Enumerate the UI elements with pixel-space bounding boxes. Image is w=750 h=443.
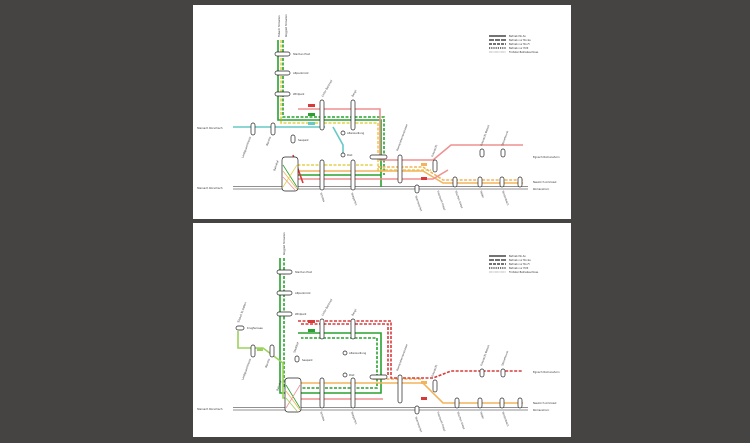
label-landquartstrasse: Landquartstrasse (240, 358, 252, 381)
label-egnach-romanshorn: Egnach Romanshorn (533, 155, 560, 159)
label-seegarten: Seegarten (350, 411, 358, 425)
label-landquartstrasse: Landquartstrasse (240, 136, 252, 159)
label-stachen-kreuz: Stachen Kreuz (454, 190, 464, 210)
label-unter-bahnhof: Unter Bahnhof (320, 79, 333, 97)
label-schloss: Schloss (319, 411, 326, 422)
label-steinach-rorschach: Steinach Rorschach (197, 407, 223, 411)
line-number-badges (257, 320, 427, 400)
station-markers (250, 51, 523, 194)
label-altpenbrueck: Altpenbrück (293, 71, 309, 75)
label-stachen-kreuz: Stachen Kreuz (456, 411, 466, 431)
hub-interchange (282, 164, 298, 191)
label-st-gallen-2: Roggwil St.Gallen (284, 14, 288, 37)
label-wildpark: Wildpark (293, 92, 305, 96)
label-bahnhof: Bahnhof (275, 380, 282, 392)
label-frasnacht: Frasnacht (430, 144, 438, 157)
label-steinebrunn: Steinebrunn (500, 350, 509, 367)
label-seemoosriet: Seemoosriet (414, 416, 423, 433)
label-unter-bahnhof: Unter Bahnhof (320, 298, 333, 316)
label-altersiedlung: Altersiedlung (347, 131, 364, 135)
network-map-b-svg: Steinach Rorschach Egnach Romanshorn Neu… (197, 232, 560, 433)
label-frasnacht-kreuz: Frasnacht Kreuz (436, 411, 447, 432)
label-bleiche: Bleiche (265, 136, 272, 147)
label-neukirch-amriswil: Neukirch Amriswil (533, 401, 557, 405)
label-neukirch-amriswil: Neukirch Amriswil (533, 180, 557, 184)
line-green (279, 258, 382, 394)
label-steinach-rorschach-bottom: Steinach Rorschach (197, 186, 223, 190)
legend-mo-sa: Betrieb nur Mo-Sa (509, 39, 531, 42)
label-stadthof: Stadthof (292, 341, 300, 353)
line-number-badges (308, 104, 427, 180)
label-frasnacht-kreuz: Frasnacht Kreuz (436, 190, 447, 211)
label-romanshorn: Romanshorn (533, 187, 550, 191)
label-krugfernsee: Krugfernsee (247, 326, 263, 330)
line-pink (293, 108, 523, 180)
label-post: Post (349, 373, 354, 377)
legend: Betrieb Mo-So Betrieb nur Mo-Sa Betrieb … (489, 255, 539, 274)
legend-betriebsschluss: Frühster Betriebsschluss (509, 51, 539, 54)
label-romanshornerstrasse: Romanshornerstrasse (395, 123, 409, 151)
label-sentenbach: Sentenbach (501, 411, 510, 427)
line-cyan (233, 126, 344, 155)
label-altpenbrueck: Altpenbrück (295, 291, 311, 295)
label-seepark: Seepark (298, 138, 309, 142)
label-steinebrunn: Steinebrunn (500, 130, 509, 147)
network-map-a-svg: Steinach Rorschach Steinach Rorschach Eg… (197, 14, 560, 212)
legend-mo-so: Betrieb Mo-So (509, 255, 526, 258)
label-romanshorn: Romanshorn (533, 408, 550, 412)
network-map-current: Steinach Rorschach Steinach Rorschach Eg… (193, 5, 571, 219)
label-altersiedlung: Altersiedlung (349, 351, 366, 355)
legend-mo-sa: Betrieb nur Mo-Sa (509, 259, 531, 262)
label-st-gallen-2: Roggwil St.Gallen (282, 232, 286, 255)
label-egnach-romanshorn: Egnach Romanshorn (533, 370, 560, 374)
label-stachen-post: Stachen Post (295, 270, 312, 274)
railway-line (233, 407, 528, 411)
label-seemoosriet: Seemoosriet (414, 195, 423, 212)
label-st-gallen-1: Tübach St.Gallen (277, 15, 281, 37)
label-feilen: Feilen (479, 190, 485, 199)
label-st-gallen-1: Tübach St.Gallen (236, 301, 247, 323)
legend-hvz: Betrieb nur HVZ (509, 267, 529, 270)
label-sentenbach: Sentenbach (501, 190, 510, 206)
legend: Betrieb Mo-So Betrieb nur Mo-Sa Betrieb … (489, 35, 539, 54)
legend-betriebsschluss: Frühster Betriebsschluss (509, 271, 539, 274)
legend-mo-fr: Betrieb nur Mo-Fr (509, 263, 530, 266)
line-red (298, 320, 523, 379)
legend-hvz: Betrieb nur HVZ (509, 47, 529, 50)
legend-mo-so: Betrieb Mo-So (509, 35, 526, 38)
label-post: Post (347, 153, 352, 157)
line-yellow (280, 40, 431, 171)
label-romanshornerstrasse: Romanshornerstrasse (395, 343, 409, 371)
label-bergli: Bergli (350, 89, 357, 98)
label-wildpark: Wildpark (295, 312, 307, 316)
label-bahnhof: Bahnhof (272, 160, 279, 172)
label-frasnacht: Frasnacht (430, 364, 438, 377)
network-map-proposed: Steinach Rorschach Egnach Romanshorn Neu… (193, 223, 571, 437)
hub-interchange (285, 384, 301, 412)
label-seegarten: Seegarten (350, 192, 358, 206)
label-stachen-post: Stachen Post (293, 52, 310, 56)
label-seepark: Seepark (302, 358, 313, 362)
label-feilen: Feilen (479, 411, 485, 420)
legend-mo-fr: Betrieb nur Mo-Fr (509, 43, 530, 46)
label-bergli: Bergli (350, 308, 357, 317)
label-frasnacht-bolsch: Frasnacht Bolsch (479, 124, 490, 146)
label-steinach-rorschach-top: Steinach Rorschach (197, 126, 223, 130)
label-bleiche: Bleiche (264, 358, 271, 369)
label-schloss: Schloss (319, 192, 326, 203)
label-frasnacht-bolsch: Frasnacht Bolsch (479, 344, 490, 366)
